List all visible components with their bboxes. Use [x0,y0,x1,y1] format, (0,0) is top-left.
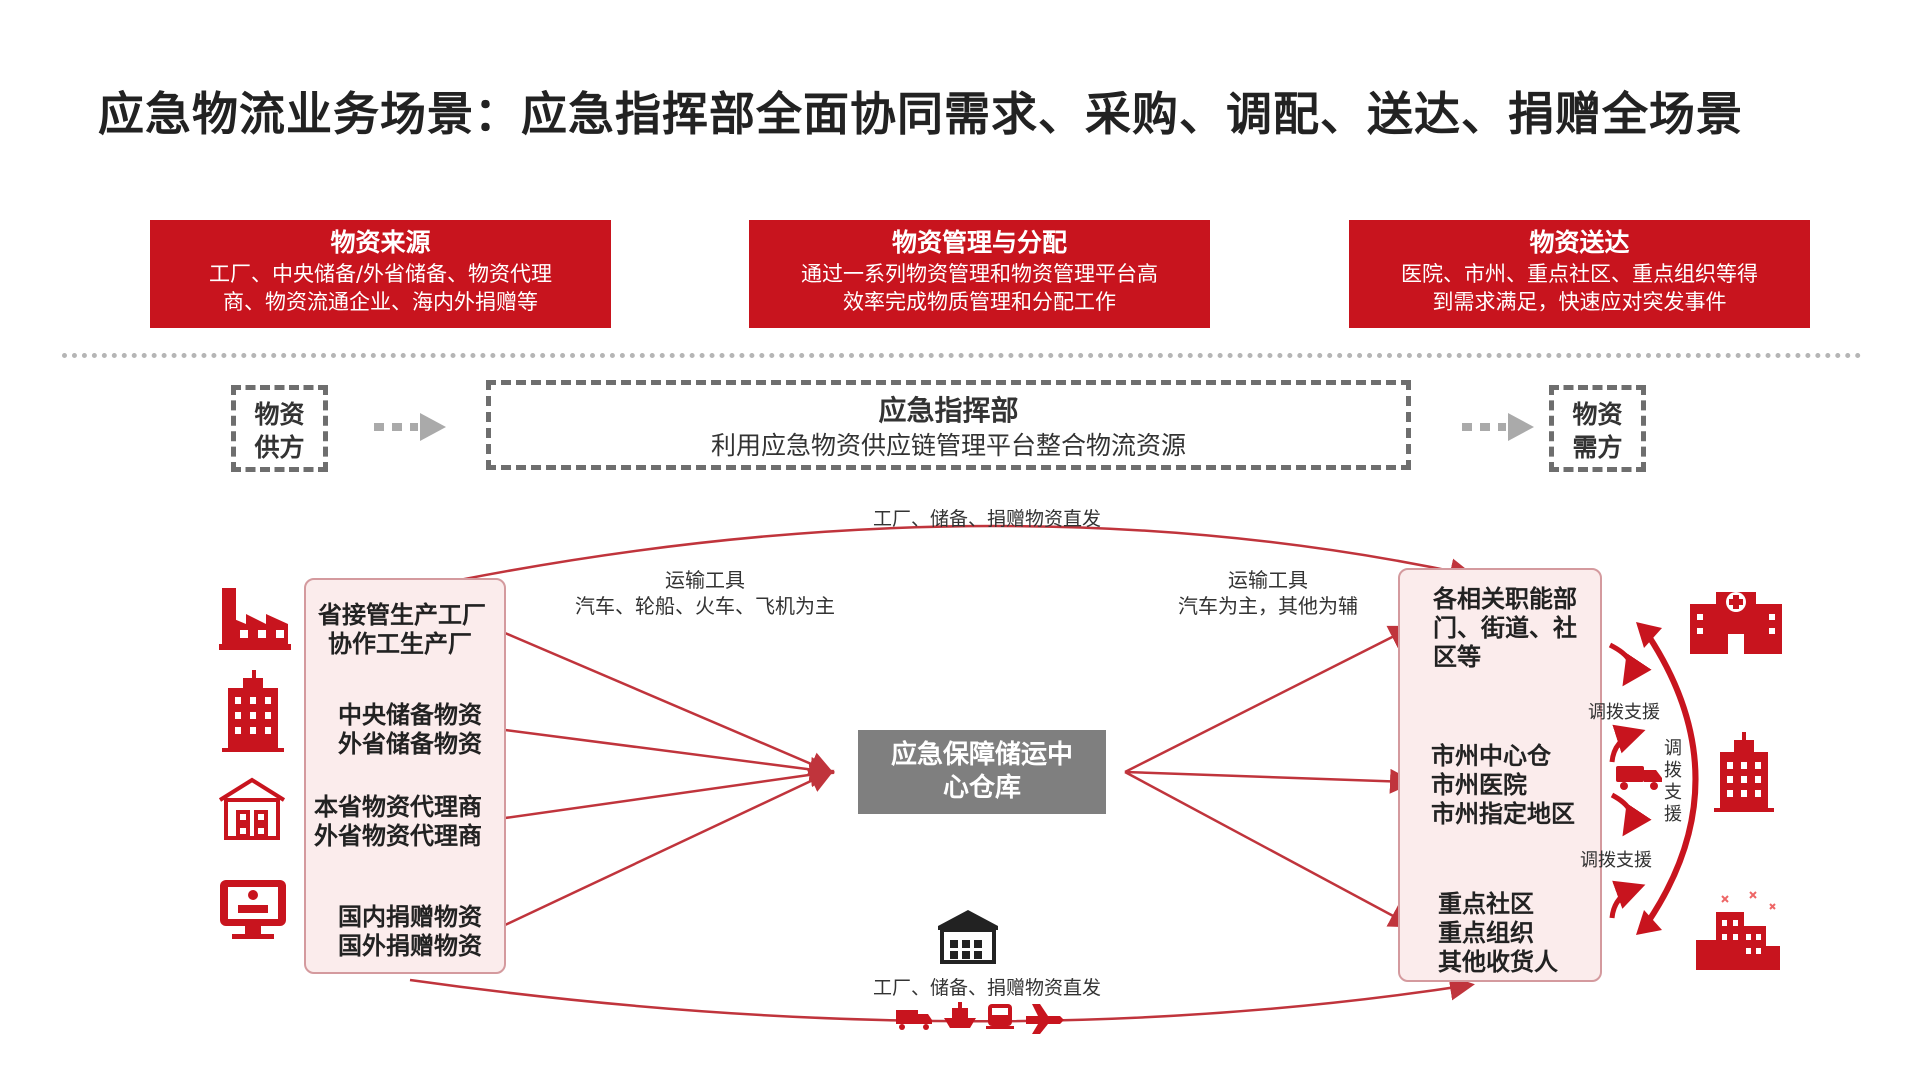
dashed-arrow-left [374,413,446,441]
support-label-vertical: 调 拨 支 援 [1662,738,1684,826]
transport-left-line2: 汽车、轮船、火车、飞机为主 [575,594,835,618]
source-box: 物资来源 工厂、中央储备/外省储备、物资代理 商、物资流通企业、海内外捐赠等 [150,220,611,328]
source-item-agent: 本省物资代理商 外省物资代理商 [314,793,482,851]
hospital-icon [1690,592,1782,654]
source-item-line1: 省接管生产工厂 [318,601,486,629]
destinations-panel [1398,568,1602,982]
sources-panel [304,578,506,974]
ship-icon [944,1002,976,1028]
source-item-line1: 国内捐赠物资 [338,903,482,931]
demander-line1: 物资 [1572,400,1623,429]
train-icon [986,1004,1014,1029]
building-icon [222,670,284,752]
delivery-box-line2: 到需求满足，快速应对突发事件 [1432,290,1727,314]
support-char: 支 [1664,782,1682,803]
hub-to-destination-lines [1124,625,1415,928]
dashed-arrow-right [1462,413,1534,441]
source-item-line2: 协作工生产厂 [328,630,472,658]
destination-item-line: 重点组织 [1438,919,1534,947]
transport-right-line2: 汽车为主，其他为辅 [1178,594,1358,618]
airplane-icon [1026,1004,1064,1034]
destination-item-departments: 各相关职能部 门、街道、社 区等 [1433,585,1577,672]
transport-right-line1: 运输工具 [1228,568,1308,592]
transport-left-label: 运输工具 汽车、轮船、火车、飞机为主 [570,567,840,619]
command-subtitle: 利用应急物资供应链管理平台整合物流资源 [710,431,1186,460]
hub-line2: 心仓库 [942,773,1021,803]
truck-icon [1616,766,1662,790]
transport-icons [896,1002,1064,1034]
supplier-box: 物资 供方 [231,385,328,472]
demander-box: 物资 需方 [1549,385,1646,472]
command-title: 应急指挥部 [878,394,1019,427]
support-char: 拨 [1664,760,1682,781]
source-item-line1: 中央储备物资 [338,701,482,729]
outer-support-arrow [1636,622,1699,935]
source-item-line2: 外省储备物资 [338,730,482,758]
delivery-box: 物资送达 医院、市州、重点社区、重点组织等得 到需求满足，快速应对突发事件 [1349,220,1810,328]
support-label-top: 调拨支援 [1588,702,1660,723]
destination-item-city: 市州中心仓 市州医院 市州指定地区 [1431,742,1575,829]
central-warehouse-hub: 应急保障储运中 心仓库 [858,730,1106,814]
page-title: 应急物流业务场景：应急指挥部全面协同需求、采购、调配、送达、捐赠全场景 [98,87,1743,141]
factory-icon [219,588,291,650]
destination-item-line: 门、街道、社 [1433,614,1577,642]
delivery-box-heading: 物资送达 [1529,228,1630,257]
source-item-line2: 国外捐赠物资 [338,932,482,960]
management-box-line2: 效率完成物质管理和分配工作 [843,290,1116,314]
supplier-line2: 供方 [254,433,305,462]
destination-item-line: 各相关职能部 [1433,585,1577,613]
source-box-line1: 工厂、中央储备/外省储备、物资代理 [208,262,553,286]
delivery-box-line1: 医院、市州、重点社区、重点组织等得 [1401,262,1758,286]
destination-item-line: 区等 [1433,643,1481,671]
source-item-reserve: 中央储备物资 外省储备物资 [338,701,482,759]
destination-item-community: 重点社区 重点组织 其他收货人 [1438,890,1558,977]
hub-warehouse-icon [938,910,998,964]
source-item-line1: 本省物资代理商 [314,793,482,821]
destination-item-line: 市州中心仓 [1431,742,1551,770]
support-label-bottom: 调拨支援 [1580,850,1652,871]
support-char: 援 [1664,804,1682,825]
demander-line2: 需方 [1572,433,1623,462]
city-icon [1696,891,1780,970]
building-icon [1714,732,1774,812]
bottom-route-label: 工厂、储备、捐赠物资直发 [873,977,1102,999]
source-item-line2: 外省物资代理商 [314,822,482,850]
top-direct-route [409,524,1475,592]
dotted-divider [62,353,1862,358]
truck-icon [896,1010,932,1030]
source-box-heading: 物资来源 [330,228,431,257]
supplier-line1: 物资 [254,400,305,429]
destination-item-line: 重点社区 [1438,890,1534,918]
transport-left-line1: 运输工具 [665,568,745,592]
support-char: 调 [1664,738,1682,759]
source-item-factory: 省接管生产工厂 协作工生产厂 [318,601,486,659]
management-box-heading: 物资管理与分配 [891,228,1067,257]
support-arrows [1608,642,1652,919]
hub-line1: 应急保障储运中 [890,740,1073,770]
destination-item-line: 其他收货人 [1438,948,1558,976]
command-box: 应急指挥部 利用应急物资供应链管理平台整合物流资源 [486,380,1411,470]
destination-item-line: 市州指定地区 [1431,800,1575,828]
management-box-line1: 通过一系列物资管理和物资管理平台高 [801,262,1158,286]
source-item-donation: 国内捐赠物资 国外捐赠物资 [338,903,482,961]
transport-right-label: 运输工具 汽车为主，其他为辅 [1168,567,1368,619]
source-box-line2: 商、物资流通企业、海内外捐赠等 [223,290,538,314]
destination-item-line: 市州医院 [1431,771,1527,799]
monitor-icon [220,880,286,939]
top-route-label: 工厂、储备、捐赠物资直发 [873,508,1102,530]
management-box: 物资管理与分配 通过一系列物资管理和物资管理平台高 效率完成物质管理和分配工作 [749,220,1210,328]
warehouse-icon [218,777,286,840]
source-to-hub-lines [504,631,835,927]
